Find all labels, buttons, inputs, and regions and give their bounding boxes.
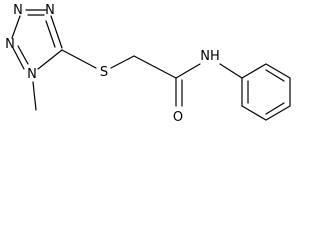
- structure-canvas: N N N N S O NH: [5, 3, 291, 125]
- bond-carbonyl-nh: [175, 63, 201, 79]
- bond-ph-1: [241, 63, 267, 79]
- atom-n-ring-top-right: N: [45, 3, 55, 18]
- molecule-drawing: N N N N S O NH: [5, 3, 291, 125]
- atom-oxygen: O: [173, 110, 183, 125]
- atom-sulfur: S: [100, 65, 108, 80]
- bond-ring-n-n1: [12, 47, 25, 70]
- bond-ring-n-c: [50, 15, 63, 49]
- atom-n-ring-left: N: [5, 37, 15, 52]
- bond-ring-n-n1-double: [17, 45, 29, 65]
- bond-ph-5: [241, 105, 267, 121]
- bond-ring-c5-n-double: [45, 20, 56, 48]
- bond-ring-n-n-left: [11, 15, 21, 39]
- bond-ph-2: [265, 63, 291, 79]
- bond-ph-inner-2: [265, 102, 285, 115]
- atom-amide-nh: NH: [200, 49, 220, 64]
- bond-nh-phenyl: [219, 63, 243, 79]
- atom-n-ring-bottom: N: [27, 67, 37, 82]
- bond-ch2-carbonyl: [133, 55, 177, 79]
- bond-s-ch2: [110, 55, 135, 69]
- bond-n1-methyl: [32, 81, 37, 111]
- atom-n-ring-top-left: N: [13, 3, 23, 18]
- bond-ph-4: [265, 105, 291, 121]
- bond-ph-inner-1: [265, 69, 285, 82]
- bond-ring-n1-c5: [37, 49, 63, 70]
- bond-c5-s: [61, 49, 97, 69]
